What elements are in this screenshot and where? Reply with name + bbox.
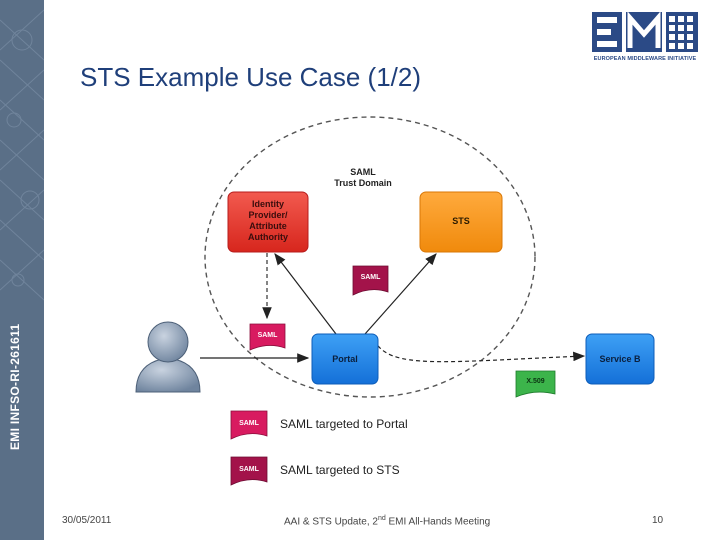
footer-meeting-superscript: nd bbox=[377, 515, 386, 522]
emi-logo-icon bbox=[592, 11, 698, 52]
saml-token-to-portal-label: SAML bbox=[257, 332, 278, 339]
legend-item-saml-sts: SAML targeted to STS bbox=[280, 463, 400, 477]
sts-box bbox=[419, 191, 503, 253]
sidebar-band: EMI INFSO-RI-261611 bbox=[0, 0, 44, 540]
trust-domain-label-line1: SAML bbox=[350, 167, 376, 177]
idp-label-line4: Authority bbox=[248, 232, 288, 242]
legend-swatch-saml-portal-label: SAML bbox=[239, 420, 259, 427]
idp-label-line3: Attribute bbox=[249, 221, 287, 231]
footer-meeting-suffix: EMI All-Hands Meeting bbox=[385, 516, 491, 528]
portal-label: Portal bbox=[332, 354, 358, 364]
service-b-box bbox=[585, 333, 655, 385]
footer-date: 30/05/2011 bbox=[62, 515, 112, 526]
identity-provider-label: Identity Provider/ Attribute Authority bbox=[228, 199, 308, 243]
arrow-portal-to-service-b bbox=[373, 339, 586, 363]
legend-swatch-saml-sts-label: SAML bbox=[239, 466, 259, 473]
saml-token-to-sts bbox=[352, 265, 389, 296]
footer-meeting: AAI & STS Update, 2nd EMI All-Hands Meet… bbox=[284, 515, 490, 527]
sidebar-texture bbox=[0, 9, 44, 301]
arrow-portal-to-idp bbox=[274, 253, 337, 335]
legend-item-saml-portal: SAML targeted to Portal bbox=[280, 417, 408, 431]
user-icon bbox=[135, 321, 201, 393]
page-number: 10 bbox=[652, 515, 664, 526]
legend-swatch-saml-portal bbox=[230, 410, 268, 440]
footer-meeting-prefix: AAI & STS Update, 2 bbox=[284, 516, 378, 528]
idp-label-line1: Identity bbox=[251, 199, 284, 209]
sts-label: STS bbox=[452, 216, 470, 226]
x509-token bbox=[515, 370, 556, 398]
portal-box bbox=[311, 333, 379, 385]
idp-label-line2: Provider/ bbox=[248, 210, 288, 220]
x509-token-label: X.509 bbox=[526, 378, 545, 385]
saml-token-to-sts-label: SAML bbox=[360, 274, 381, 281]
saml-token-to-portal bbox=[249, 323, 286, 351]
page-title: STS Example Use Case (1/2) bbox=[80, 62, 422, 92]
legend-swatch-saml-sts bbox=[230, 456, 268, 486]
trust-domain-label: SAML Trust Domain bbox=[318, 167, 408, 189]
trust-domain-boundary bbox=[204, 116, 536, 398]
emi-logo: EUROPEAN MIDDLEWARE INITIATIVE bbox=[592, 11, 698, 70]
arrow-portal-to-sts bbox=[364, 253, 437, 335]
logo-caption: EUROPEAN MIDDLEWARE INITIATIVE bbox=[593, 56, 697, 62]
identity-provider-box bbox=[227, 191, 309, 253]
trust-domain-label-line2: Trust Domain bbox=[334, 178, 392, 188]
service-b-label: Service B bbox=[599, 354, 641, 364]
